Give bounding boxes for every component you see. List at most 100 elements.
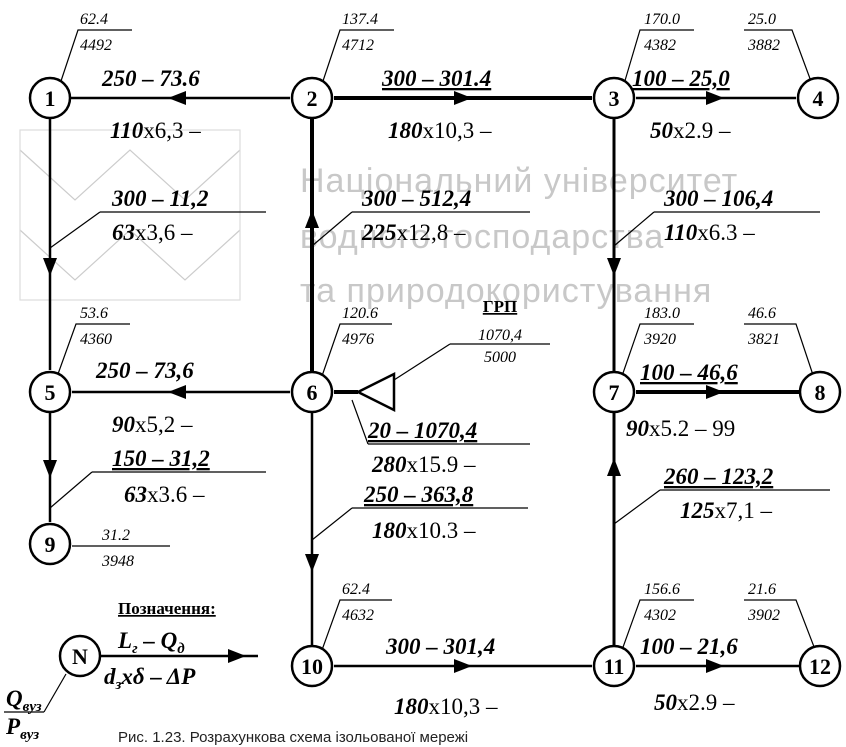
pipe-11-12-diam: 50x2.9 – [654,690,735,715]
pipe-2-1-diam: 110x6,3 – [110,118,201,143]
pipe-7-8-label: 100 – 46,6 [640,360,738,385]
grp-source: ГРП 1070,4 5000 [355,297,550,413]
pipe-6-2-diam: 225x12,8 – [361,220,466,245]
node-5-flow: 53.6 [80,305,108,322]
watermark-line-1: Національний університет [300,162,738,200]
watermark-line-2: водного господарства [300,218,664,256]
pipe-3-4-label: 100 – 25,0 [632,66,730,91]
node-10-flow: 62.4 [342,581,370,598]
pipe-5-9-label: 150 – 31,2 [112,446,210,471]
legend-title: Позначення: [118,599,216,618]
arrow-1-5 [43,258,57,276]
arrow-11-12 [706,659,724,673]
node-9-pressure: 3948 [101,553,134,570]
node-11-pressure: 4302 [644,607,676,624]
arrow-2-1 [168,91,186,105]
pipe-5-9-diam: 63x3.6 – [124,482,205,507]
node-3: 3 [592,76,636,120]
pipe-6-10-diam: 180x10.3 – [372,518,476,543]
node-10-pressure: 4632 [342,607,374,624]
svg-text:10: 10 [301,654,323,679]
arrow-5-9 [43,460,57,478]
svg-text:8: 8 [815,380,826,405]
node-labels: 62.4 4492 137.4 4712 170.0 4382 25.0 388… [57,11,817,653]
node-3-flow: 170.0 [644,11,680,28]
flow-arrows [43,91,724,673]
pipe-2-3-diam: 180x10,3 – [388,118,492,143]
pipe-3-7-label: 300 – 106,4 [663,186,773,211]
node-3-pressure: 4382 [644,37,676,54]
pipe-3-7-diam: 110x6.3 – [664,220,755,245]
pipe-2-3-label: 300 – 301.4 [381,66,491,91]
node-12-pressure: 3902 [747,607,780,624]
watermark-line-3: та природокористування [300,272,712,310]
pipe-11-7-diam: 125x7,1 – [680,498,773,523]
node-7: 7 [592,370,636,414]
svg-text:3: 3 [609,86,620,111]
grp-label: ГРП [483,297,517,316]
node-4: 4 [796,76,840,120]
legend-line-1: Lг – Qд [117,628,185,657]
node-7-pressure: 3920 [643,331,676,348]
pipe-6-5-label: 250 – 73,6 [95,358,194,383]
node-4-pressure: 3882 [747,37,780,54]
pipe-10-11-label: 300 – 301,4 [385,634,495,659]
pipe-1-5-diam: 63x3,6 – [112,220,193,245]
arrow-6-10 [305,554,319,572]
svg-text:6: 6 [307,380,318,405]
svg-text:11: 11 [604,654,625,679]
pipe-grp-6-label: 20 – 1070,4 [367,418,477,443]
node-11: 11 [592,644,636,688]
node-6-flow: 120.6 [342,305,378,322]
arrow-6-5 [168,385,186,399]
nodes: 1 2 3 4 5 6 7 8 9 10 11 12 [28,76,842,688]
node-1-pressure: 4492 [80,37,112,54]
svg-text:7: 7 [609,380,620,405]
arrow-7-8 [706,385,724,399]
svg-text:5: 5 [45,380,56,405]
arrow-3-7 [607,258,621,276]
arrow-10-11 [454,659,472,673]
svg-text:9: 9 [45,532,56,557]
grp-triangle-icon [355,371,396,413]
pipe-11-12-label: 100 – 21,6 [640,634,738,659]
arrow-11-7 [607,458,621,476]
grp-pressure: 5000 [484,349,516,366]
grp-flow: 1070,4 [478,327,522,344]
figure-caption: Рис. 1.23. Розрахункова схема ізольовано… [118,729,468,746]
svg-text:1: 1 [45,86,56,111]
legend: Позначення: N Lг – Qд dзxδ – ΔP Qвуз Pву… [4,599,258,743]
node-11-flow: 156.6 [644,581,680,598]
svg-text:4: 4 [813,86,824,111]
node-1-flow: 62.4 [80,11,108,28]
node-5: 5 [28,370,72,414]
arrow-6-2 [305,210,319,228]
pipe-1-5-label: 300 – 11,2 [111,186,208,211]
node-9-flow: 31.2 [101,527,130,544]
node-6-pressure: 4976 [342,331,374,348]
legend-q: Qвуз [6,686,42,715]
node-2-pressure: 4712 [342,37,374,54]
pipe-3-4-diam: 50x2.9 – [650,118,731,143]
node-8: 8 [798,370,842,414]
legend-p: Pвуз [5,714,39,743]
node-8-pressure: 3821 [747,331,780,348]
pipe-10-11-diam: 180x10,3 – [394,694,498,719]
arrow-2-3 [454,91,472,105]
svg-text:12: 12 [809,654,831,679]
legend-node: N [72,644,88,669]
node-5-pressure: 4360 [80,331,112,348]
pipe-labels: 250 – 73.6 110x6,3 – 300 – 301.4 180x10,… [49,66,830,719]
pipe-6-5-diam: 90x5,2 – [112,412,193,437]
node-9: 9 [28,522,72,566]
pipe-6-10-label: 250 – 363,8 [363,482,474,507]
node-6: 6 [290,370,334,414]
node-7-flow: 183.0 [644,305,680,322]
pipe-2-1-label: 250 – 73.6 [101,66,200,91]
pipe-6-2-label: 300 – 512,4 [361,186,471,211]
node-2-flow: 137.4 [342,11,378,28]
svg-text:2: 2 [307,86,318,111]
arrow-3-4 [706,91,724,105]
node-10: 10 [290,644,334,688]
